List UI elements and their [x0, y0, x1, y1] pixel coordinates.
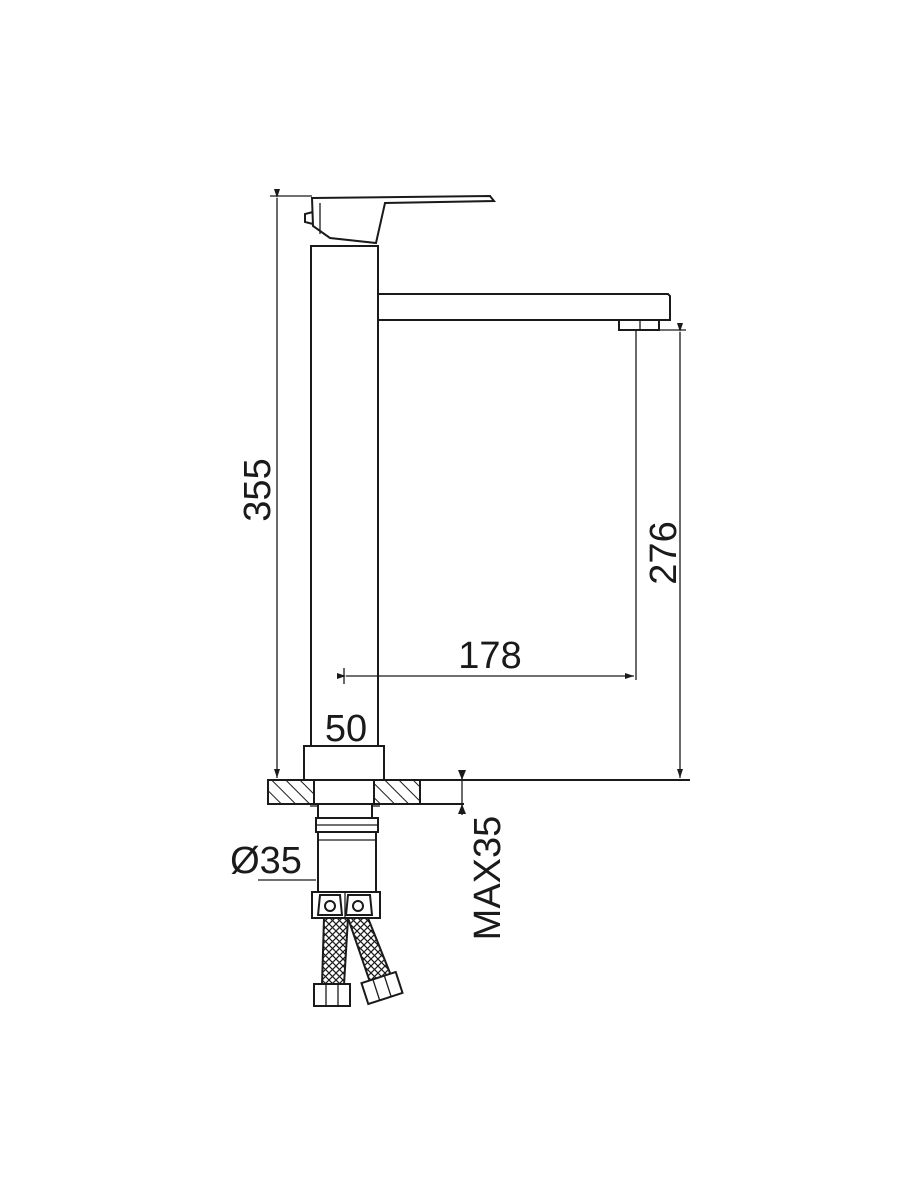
- lever-handle: [310, 194, 497, 245]
- faucet-body: [303, 194, 671, 781]
- shank-body: [317, 831, 377, 893]
- dim-max35-label: MAX35: [467, 816, 509, 941]
- deck-right-section: [373, 779, 421, 805]
- deck-left-section: [267, 779, 315, 805]
- dim-355-label: 355: [237, 458, 279, 521]
- shank-nut: [317, 803, 373, 819]
- dim-d35-label: Ø35: [230, 840, 302, 882]
- spout: [378, 293, 671, 321]
- base-collar: [303, 745, 385, 781]
- shank-assembly: [310, 803, 381, 919]
- lever-pivot: [304, 211, 314, 225]
- flex-hoses: [313, 917, 404, 1007]
- hose-nut-left: [313, 983, 351, 1007]
- hose-left: [320, 917, 350, 986]
- dimension-lines: [258, 189, 686, 881]
- hose-connector-left: [316, 894, 344, 916]
- aerator: [618, 319, 660, 331]
- deck: [267, 779, 690, 805]
- dim-276-label: 276: [643, 521, 685, 584]
- shank-bottom-nut: [311, 891, 381, 919]
- dim-50-label: 50: [325, 708, 367, 750]
- hose-nut-right: [360, 970, 404, 1006]
- dimension-labels: 355 276 178 50 Ø35 MAX35: [230, 458, 685, 940]
- hose-connector-right: [344, 894, 374, 916]
- dim-178-label: 178: [458, 635, 521, 677]
